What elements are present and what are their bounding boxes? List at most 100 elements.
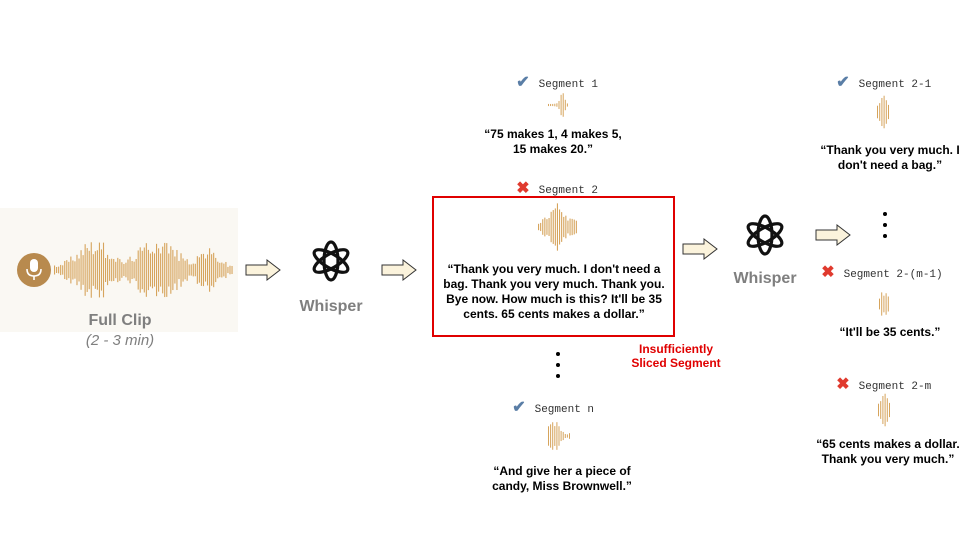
waveform-bar (561, 212, 563, 242)
waveform-bar (123, 263, 125, 277)
waveform-bar (544, 217, 546, 237)
waveform-bar (72, 260, 74, 280)
waveform-bar (92, 254, 94, 286)
waveform-bar (880, 401, 882, 419)
waveform-bar (117, 257, 119, 283)
waveform-bar (151, 251, 154, 289)
waveform-bar (107, 254, 109, 286)
waveform-bar (883, 95, 885, 129)
waveform-bar (564, 99, 566, 111)
waveform-bar (564, 433, 566, 439)
waveform-bar (207, 254, 209, 286)
waveform-bar (882, 395, 884, 425)
waveform-bar (178, 260, 180, 280)
waveform-bar (78, 258, 80, 282)
waveform-bar (556, 103, 558, 107)
segment-1-waveform (548, 93, 568, 117)
waveform-bar (881, 97, 883, 127)
waveform-bar (219, 262, 221, 278)
waveform-bar (566, 103, 568, 107)
ellipsis-dots (554, 352, 562, 378)
waveform-bar (558, 426, 560, 446)
waveform-bar (209, 248, 211, 292)
waveform-bar (548, 218, 550, 236)
waveform-bar (133, 261, 135, 279)
waveform-bar (121, 262, 123, 278)
waveform-bar (158, 248, 160, 292)
waveform-bar (885, 293, 887, 315)
waveform-bar (68, 261, 70, 279)
waveform-bar (883, 295, 885, 313)
waveform-bar (127, 259, 129, 281)
waveform-bar (149, 253, 151, 287)
waveform-bar (166, 243, 168, 297)
segment-n-waveform (548, 422, 570, 450)
waveform-bar (563, 216, 565, 238)
waveform-bar (96, 250, 98, 290)
waveform-bar (554, 208, 556, 246)
arrow-right-icon (245, 259, 281, 281)
segment-2-m-1-quote: “It'll be 35 cents.” (839, 325, 941, 339)
waveform-bar (204, 258, 207, 282)
segment-2-label: ✖ Segment 2 (514, 178, 598, 198)
waveform-bar (60, 264, 62, 276)
waveform-bar (546, 219, 548, 235)
waveform-bar (66, 260, 68, 280)
waveform-bar (879, 298, 880, 310)
waveform-bar (82, 255, 84, 285)
waveform-bar (98, 242, 100, 298)
waveform-bar (182, 258, 184, 282)
waveform-bar (90, 242, 92, 298)
waveform-bar (552, 422, 554, 450)
cross-icon: ✖ (836, 376, 850, 394)
waveform-bar (573, 219, 575, 235)
waveform-bar (552, 210, 554, 244)
waveform-bar (160, 253, 162, 287)
check-icon: ✔ (836, 74, 850, 92)
waveform-bar (56, 267, 58, 273)
segment-2-m-1-label: ✖ Segment 2-(m-1) (819, 262, 942, 282)
segment-1-label: ✔ Segment 1 (514, 72, 598, 92)
full-clip-title: Full Clip (88, 312, 152, 329)
waveform-bar (200, 254, 202, 286)
waveform-bar (74, 261, 76, 279)
waveform-bar (188, 264, 190, 276)
waveform-bar (202, 253, 205, 287)
waveform-bar (567, 220, 569, 234)
segment-2-1-label: ✔ Segment 2-1 (834, 72, 931, 92)
waveform-bar (194, 263, 196, 277)
waveform-bar (143, 247, 145, 293)
segment-2-quote: “Thank you very much. I don't need a bag… (443, 262, 665, 321)
waveform-bar (147, 249, 149, 291)
waveform-bar (881, 292, 883, 316)
waveform-bar (556, 203, 558, 251)
full-clip-duration: (2 - 3 min) (85, 332, 155, 349)
ellipsis-dots (881, 212, 889, 238)
waveform-bar (231, 265, 233, 275)
segment-2-m-1-waveform (879, 292, 889, 316)
waveform-bar (153, 253, 156, 287)
cross-icon: ✖ (516, 180, 530, 198)
full-clip-waveform (54, 242, 233, 298)
waveform-bar (125, 262, 127, 278)
waveform-bar (571, 218, 573, 236)
waveform-bar (172, 249, 174, 291)
waveform-bar (156, 243, 158, 297)
waveform-bar (885, 100, 887, 124)
waveform-bar (550, 103, 552, 107)
waveform-bar (886, 398, 888, 422)
check-icon: ✔ (516, 74, 530, 92)
waveform-bar (184, 260, 186, 280)
waveform-bar (105, 258, 107, 282)
waveform-bar (198, 257, 200, 283)
arrow-right-icon (682, 238, 718, 260)
waveform-bar (550, 211, 552, 243)
waveform-bar (139, 247, 141, 293)
waveform-bar (119, 259, 121, 281)
waveform-bar (223, 263, 225, 277)
waveform-bar (565, 215, 567, 239)
waveform-bar (54, 265, 56, 275)
cross-icon: ✖ (821, 264, 835, 282)
waveform-bar (554, 426, 556, 446)
segment-2-m-label: ✖ Segment 2-m (834, 374, 931, 394)
